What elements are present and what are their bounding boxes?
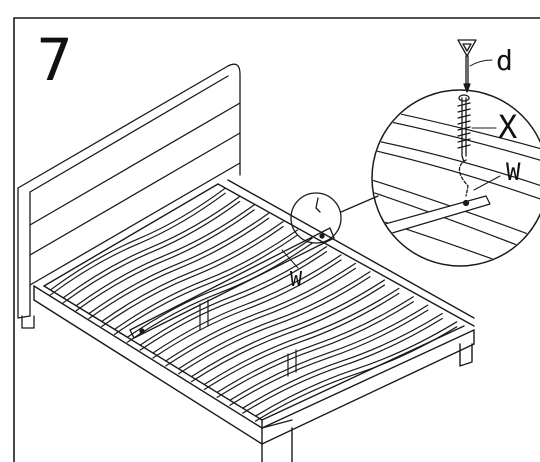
slat [101,220,284,323]
slat [88,212,270,315]
slat [254,321,458,417]
detail-marker [290,192,379,244]
slat [139,246,328,346]
support-leg [199,299,297,377]
page-frame [13,17,540,462]
slat [229,304,429,401]
slat [242,317,443,414]
slat [49,192,226,296]
slat [62,195,241,299]
slat [49,187,226,291]
slat [216,296,414,394]
slat [254,326,458,422]
slat [178,276,371,375]
slat [190,284,386,383]
slat [242,312,443,409]
slat [165,262,357,362]
slat [203,292,400,391]
center-rail [129,227,335,339]
slat-group [49,187,458,422]
slat [203,287,400,386]
slat [75,204,255,307]
slat [75,209,255,312]
leader-line [473,175,501,191]
slat [101,225,284,328]
slat [152,254,342,354]
slat [113,229,299,330]
slat [229,309,429,406]
slat [126,242,313,343]
callout-w-main: W [290,267,303,291]
hex-key-tool [457,39,477,93]
leader-line [469,59,493,67]
slat [190,279,386,378]
slat [62,200,241,304]
callout-w-detail: W [506,158,521,186]
slat [139,251,328,351]
callout-d: d [496,44,513,77]
slat [216,301,414,399]
screw [457,94,471,197]
slat [113,234,299,335]
slat [126,237,313,338]
slat [152,259,342,359]
step-number: 7 [36,26,73,94]
slat [165,267,357,367]
slat [178,271,371,370]
headboard [17,63,241,329]
leader-line [281,249,299,269]
slat [88,217,270,320]
callout-x: X [498,108,517,146]
